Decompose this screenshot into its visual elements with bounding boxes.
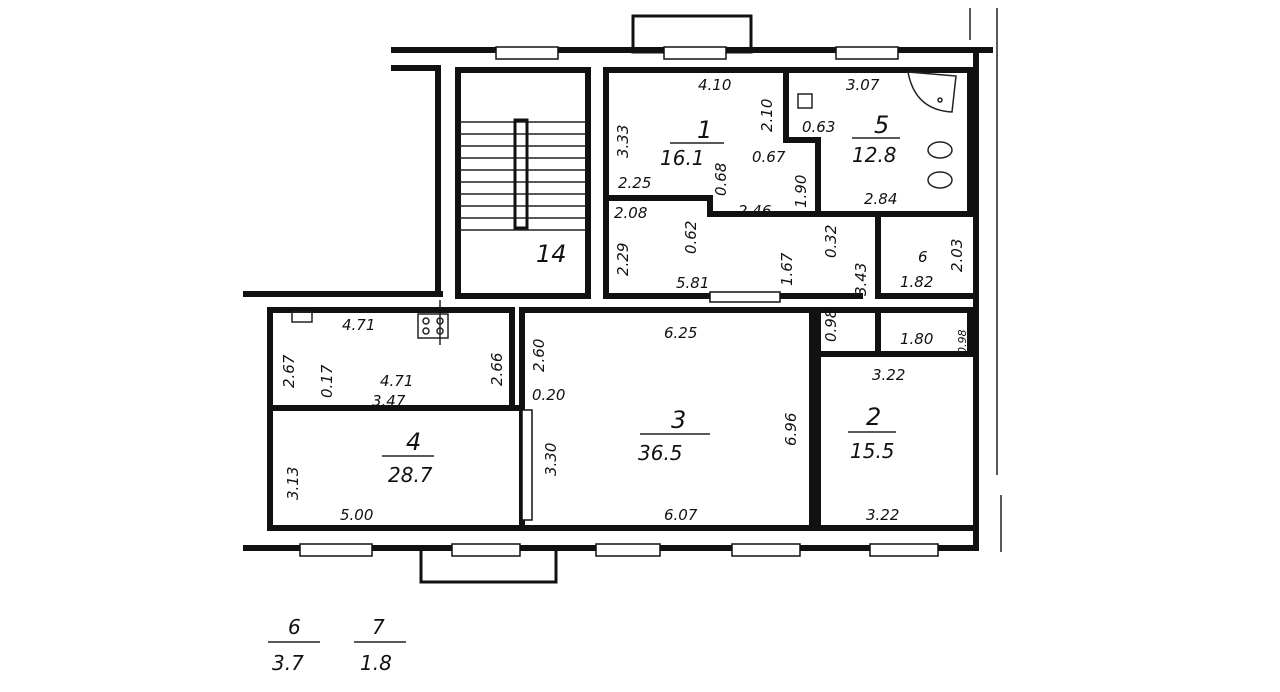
sink-icon	[291, 311, 313, 323]
dim-r7-c: 0.98	[956, 330, 969, 355]
dim-r4-a: 2.67	[280, 354, 298, 388]
dim-r1-e: 1.90	[792, 175, 810, 208]
legend: 6 3.7 7 1.8	[268, 615, 406, 675]
outer-walls	[243, 8, 1002, 552]
dim-r5-top: 3.07	[846, 76, 880, 94]
legend-area: 1.8	[360, 651, 392, 675]
dim-r4-bottom: 5.00	[340, 506, 373, 524]
dim-hall-e: 1.67	[778, 252, 796, 286]
dim-r4-left: 3.13	[284, 467, 302, 500]
room-4-number: 4	[406, 428, 421, 456]
sink-icon	[797, 93, 813, 109]
legend-number: 6	[288, 615, 301, 639]
dim-r1-d: 0.68	[712, 163, 730, 196]
dim-hall-b: 0.62	[682, 221, 700, 254]
dim-r5-b: 2.84	[864, 190, 897, 208]
dim-r3-right: 6.96	[782, 413, 800, 446]
room-5-number: 5	[874, 111, 889, 139]
dim-r5-a: 0.63	[802, 118, 835, 136]
room-2-area: 15.5	[850, 439, 895, 463]
room-6-area: 1.82	[900, 273, 933, 291]
room-4-area: 28.7	[388, 463, 433, 487]
dim-hall-a: 2.08	[614, 204, 647, 222]
dim-hall-d: 2.29	[614, 243, 632, 276]
dim-r1-left: 3.33	[614, 125, 632, 158]
dim-r1-b: 0.67	[752, 148, 786, 166]
room-3-number: 3	[671, 406, 686, 434]
dim-hall-f: 5.81	[676, 274, 709, 292]
dim-r7-a: 0.98	[822, 309, 840, 342]
fixtures	[291, 71, 957, 339]
room-6-number: 6	[918, 248, 928, 266]
dim-r6-a: 2.03	[948, 239, 966, 272]
windows	[299, 46, 939, 557]
room-1-number: 1	[697, 116, 712, 144]
bathtub-icon	[907, 71, 957, 113]
room-2-number: 2	[866, 403, 881, 431]
legend-number: 7	[372, 615, 385, 639]
stove-icon	[417, 313, 449, 339]
dim-r1-a: 2.10	[758, 99, 776, 132]
dim-r2-bottom: 3.22	[866, 506, 899, 524]
dim-hall-g: 3.43	[852, 263, 870, 296]
dim-r7-b: 1.80	[900, 330, 933, 348]
legend-area: 3.7	[272, 651, 304, 675]
dim-r3-b: 0.20	[532, 386, 565, 404]
dim-r6-b: 0.32	[822, 225, 840, 258]
room-1-area: 16.1	[660, 146, 705, 170]
dim-r3-top: 6.25	[664, 324, 697, 342]
dim-r1-c: 2.25	[618, 174, 651, 192]
dim-r4-c: 4.71	[380, 372, 413, 390]
dim-r3-bottom: 6.07	[664, 506, 698, 524]
toilet-icon	[927, 141, 953, 159]
room-labels: 1 16.1 2 15.5 3 36.5 4 28.7 5 12.8 6 1.8…	[382, 111, 933, 487]
room-5-area: 12.8	[852, 143, 897, 167]
dim-r4-d: 3.47	[372, 392, 406, 410]
dimensions: 4.10 3.33 2.10 0.67 2.25 0.68 1.90 3.07 …	[280, 76, 969, 524]
dim-r1-top: 4.10	[698, 76, 731, 94]
dim-hall-c: 2.46	[738, 202, 771, 220]
staircase	[460, 118, 586, 231]
dim-r3-a: 2.60	[530, 339, 548, 372]
room-3-area: 36.5	[638, 441, 683, 465]
dim-r4-top: 4.71	[342, 316, 375, 334]
dim-r4-b: 0.17	[318, 364, 336, 398]
dim-r3-c: 3.30	[542, 443, 560, 476]
dim-r2-top: 3.22	[872, 366, 905, 384]
washbasin-icon	[927, 171, 953, 189]
room-14-number: 14	[536, 240, 567, 268]
dim-r4-e: 2.66	[488, 353, 506, 386]
